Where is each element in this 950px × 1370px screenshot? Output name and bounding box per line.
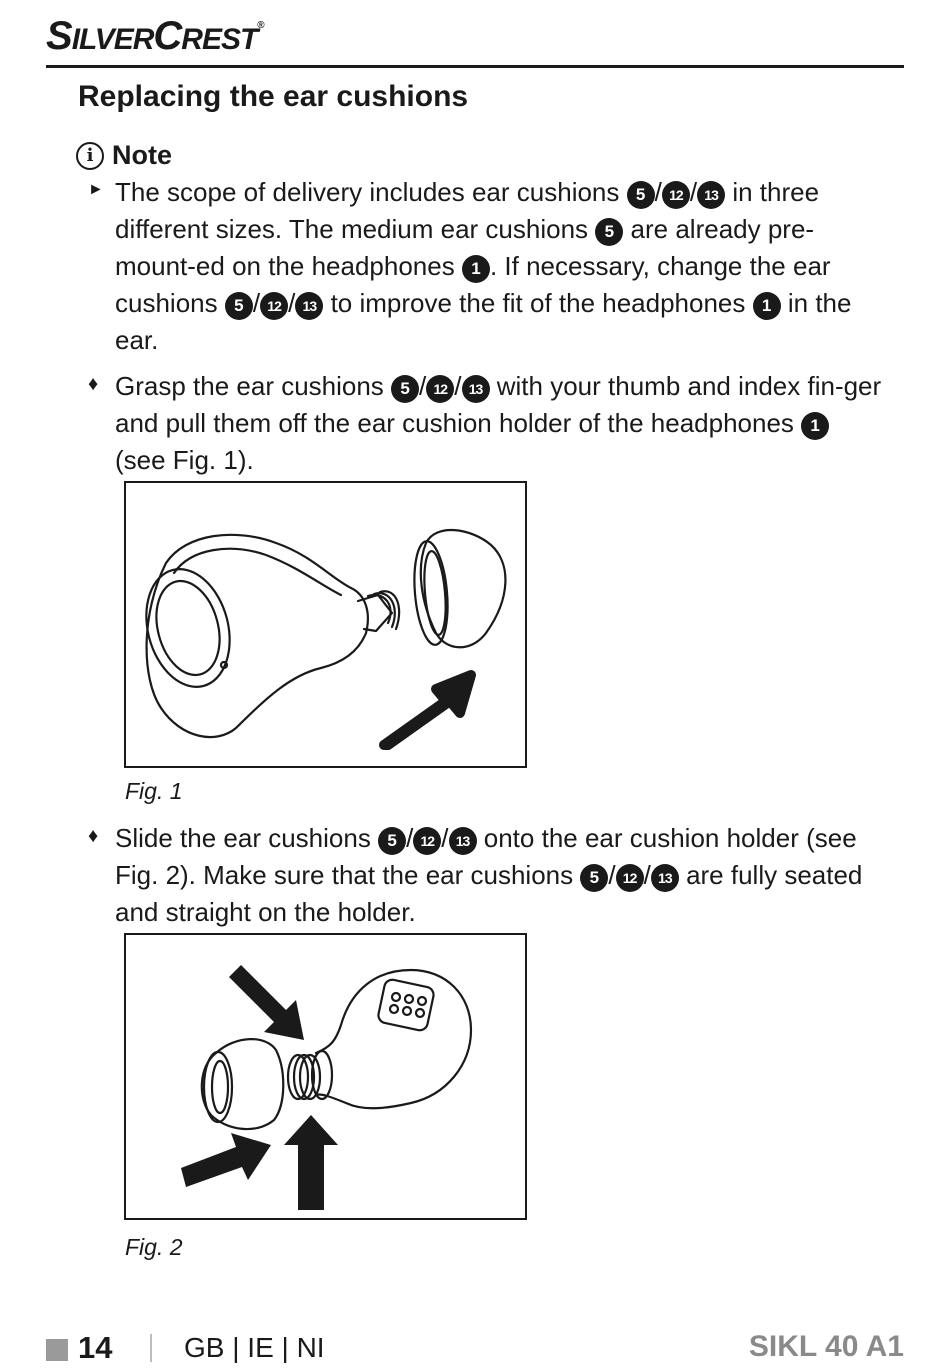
part-number-badge: 12 xyxy=(426,375,455,403)
part-number-badge: 5 xyxy=(626,181,655,209)
figure-1-caption: Fig. 1 xyxy=(125,778,183,804)
part-number-badge: 13 xyxy=(650,864,679,892)
part-number-badge: 13 xyxy=(697,181,726,209)
country-codes: GB | IE | NI xyxy=(184,1332,325,1363)
page-number: 14 xyxy=(78,1330,113,1365)
section-title: Replacing the ear cushions xyxy=(78,80,469,113)
note-label: Note xyxy=(112,140,172,170)
step1-text: Grasp the ear cushions 5/12/13 with your… xyxy=(115,371,882,475)
earbud-removal-illustration xyxy=(145,529,507,750)
footer-divider xyxy=(150,1334,152,1362)
model-number: SIKL 40 A1 xyxy=(748,1330,904,1363)
part-number-badge: 5 xyxy=(378,827,407,855)
note-heading: i Note xyxy=(76,140,172,171)
page-footer: 14 GB | IE | NI SIKL 40 A1 xyxy=(46,1330,904,1370)
diamond-bullet-icon: ♦ xyxy=(88,373,99,395)
part-number-badge: 1 xyxy=(752,292,781,320)
arrow-bullet-icon: ► xyxy=(88,181,104,198)
figure-1 xyxy=(124,481,527,768)
footer-square-icon xyxy=(46,1339,68,1361)
step2-text: Slide the ear cushions 5/12/13 onto the … xyxy=(115,823,863,927)
part-number-badge: 12 xyxy=(260,292,289,320)
part-number-badge: 5 xyxy=(595,218,624,246)
part-number-badge: 1 xyxy=(801,412,830,440)
part-number-badge: 13 xyxy=(295,292,324,320)
note-text: The scope of delivery includes ear cushi… xyxy=(115,177,852,355)
brand-logo: SILVERCREST® xyxy=(46,14,265,58)
figure-2 xyxy=(124,933,527,1220)
part-number-badge: 5 xyxy=(224,292,253,320)
figure-2-caption: Fig. 2 xyxy=(125,1234,183,1260)
earbud-attach-illustration xyxy=(181,965,473,1210)
header-rule xyxy=(46,65,904,68)
part-number-badge: 12 xyxy=(661,181,690,209)
info-icon: i xyxy=(76,141,104,170)
diamond-bullet-icon: ♦ xyxy=(88,825,99,847)
part-number-badge: 5 xyxy=(580,864,609,892)
part-number-badge: 5 xyxy=(391,375,420,403)
part-number-badge: 12 xyxy=(413,827,442,855)
part-number-badge: 1 xyxy=(461,255,490,283)
part-number-badge: 13 xyxy=(461,375,490,403)
part-number-badge: 12 xyxy=(615,864,644,892)
part-number-badge: 13 xyxy=(448,827,477,855)
